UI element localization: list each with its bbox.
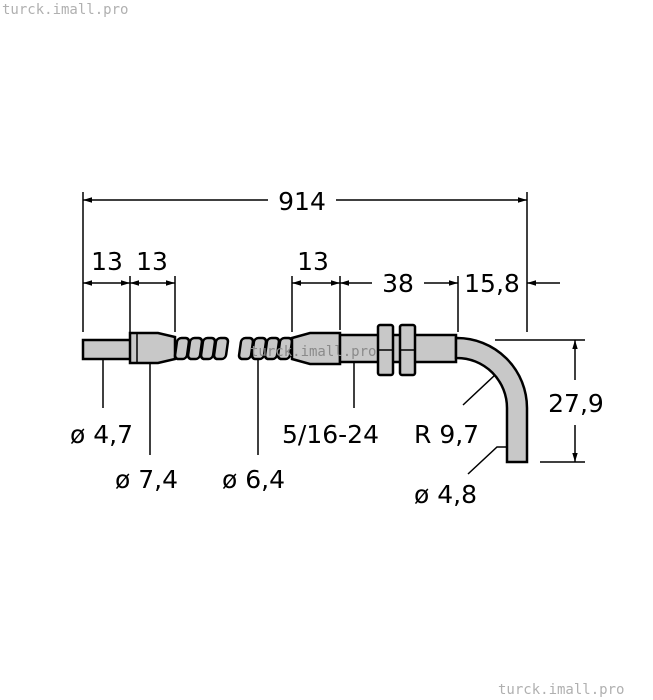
dimension-row: 13 13 13 38 15,8 27,9 — [83, 247, 604, 462]
label-bend-radius: R 9,7 — [414, 420, 479, 449]
ferrule — [128, 331, 177, 365]
watermark-middle: turck.imall.pro — [250, 344, 376, 360]
fiber-tip — [81, 338, 133, 361]
callouts: ø 4,7 ø 7,4 ø 6,4 5/16-24 R 9,7 ø 4,8 — [70, 359, 507, 509]
dim-bend-offset: 15,8 — [464, 269, 520, 298]
dim-taper: 13 — [297, 247, 329, 276]
dim-tip: 13 — [91, 247, 123, 276]
dimension-overall: 914 — [83, 187, 527, 216]
label-tip-diameter: ø 4,7 — [70, 420, 133, 449]
armored-sheath-right — [237, 336, 294, 361]
fiber-assembly — [81, 323, 529, 464]
watermark-top: turck.imall.pro — [2, 2, 128, 18]
bent-tube — [454, 336, 529, 464]
dim-ferrule: 13 — [136, 247, 168, 276]
watermark-bottom: turck.imall.pro — [498, 682, 624, 698]
label-tube-diameter: ø 4,8 — [414, 480, 477, 509]
armored-sheath-left — [173, 336, 230, 361]
transition-sleeve — [290, 331, 342, 366]
label-sheath-diameter: ø 6,4 — [222, 465, 285, 494]
label-thread: 5/16-24 — [282, 420, 379, 449]
dim-914: 914 — [278, 187, 326, 216]
threaded-body — [338, 333, 458, 364]
dim-body: 38 — [382, 269, 414, 298]
dim-bend-height: 27,9 — [548, 389, 604, 418]
label-ferrule-diameter: ø 7,4 — [115, 465, 178, 494]
